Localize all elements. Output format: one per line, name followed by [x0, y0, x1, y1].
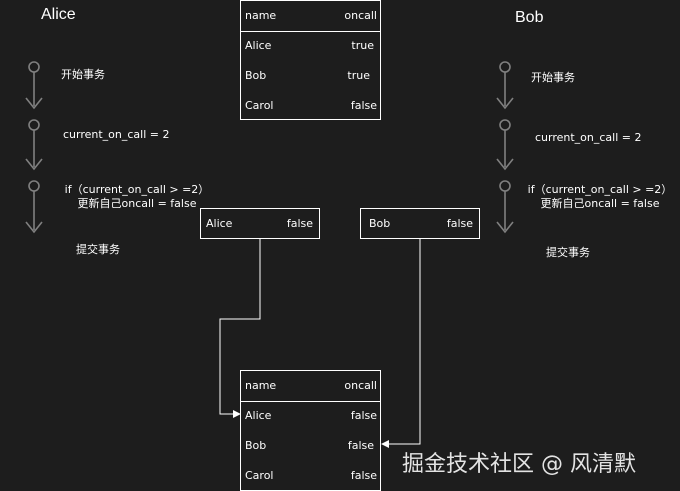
top-row-name: Carol [245, 99, 274, 112]
top-row-value: true [351, 39, 374, 52]
top-oncall-table: name oncall Alice true Bob true Carol fa… [240, 0, 381, 120]
alice-step-commit: 提交事务 [76, 243, 120, 256]
bob-lane-title: Bob [515, 9, 544, 26]
table-row: Alice false [241, 401, 380, 431]
alice-step-if-update: 更新自己oncall = false [77, 197, 197, 210]
bottom-row-value: false [347, 439, 374, 452]
alice-update-box: Alice false [200, 208, 320, 239]
bob-step-commit: 提交事务 [546, 246, 590, 259]
bob-update-name: Bob [369, 217, 391, 230]
bob-step-read: current_on_call = 2 [535, 131, 642, 144]
alice-update-name: Alice [206, 217, 233, 230]
bob-step-if-update: 更新自己oncall = false [540, 197, 660, 210]
alice-update-connector [219, 239, 261, 415]
top-row-name: Bob [245, 69, 267, 82]
bottom-row-name: Alice [245, 409, 272, 422]
alice-update-value: false [286, 217, 313, 230]
table-row: Carol false [241, 91, 380, 121]
table-row: Bob true [241, 61, 380, 91]
bottom-oncall-table: name oncall Alice false Bob false Carol … [240, 370, 381, 491]
bob-update-connector [386, 239, 421, 445]
top-header-oncall: oncall [344, 9, 377, 22]
bottom-table-header: name oncall [241, 371, 380, 402]
top-row-value: false [350, 99, 377, 112]
table-row: Bob false [241, 431, 380, 461]
table-row: Alice true [241, 31, 380, 61]
bob-step-begin: 开始事务 [531, 71, 575, 84]
bottom-header-name: name [245, 379, 277, 392]
bottom-row-name: Bob [245, 439, 267, 452]
top-header-name: name [245, 9, 277, 22]
bob-flow-arrows [496, 61, 514, 234]
bottom-header-oncall: oncall [344, 379, 377, 392]
bob-update-box: Bob false [360, 208, 480, 239]
top-row-name: Alice [245, 39, 272, 52]
top-table-header: name oncall [241, 1, 380, 32]
alice-step-read: current_on_call = 2 [63, 128, 170, 141]
watermark: 掘金技术社区 @ 风清默 [402, 452, 636, 477]
alice-flow-arrows [25, 61, 43, 234]
alice-step-begin: 开始事务 [61, 68, 105, 81]
bob-step-if: if（current_on_call > =2） 更新自己oncall = fa… [526, 183, 674, 211]
table-row: Carol false [241, 461, 380, 491]
bottom-row-value: false [350, 469, 377, 482]
top-row-value: true [347, 69, 370, 82]
alice-step-if: if（current_on_call > =2） 更新自己oncall = fa… [62, 183, 212, 211]
bottom-row-value: false [350, 409, 377, 422]
alice-step-if-condition: if（current_on_call > =2） [64, 183, 210, 196]
bob-step-if-condition: if（current_on_call > =2） [527, 183, 673, 196]
bob-update-value: false [446, 217, 473, 230]
bottom-row-name: Carol [245, 469, 274, 482]
alice-lane-title: Alice [41, 6, 76, 23]
